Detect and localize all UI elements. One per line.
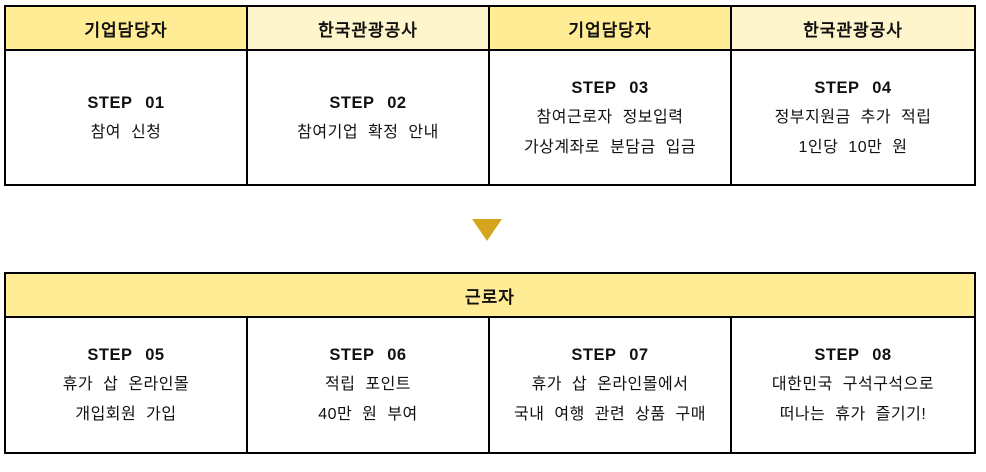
header-label: 근로자 xyxy=(465,287,515,307)
top-table: 기업담당자 한국관광공사 기업담당자 한국관광공사 STEP 01 참여 신청 … xyxy=(4,5,976,186)
step-line: 정부지원금 추가 적립 xyxy=(774,108,932,126)
step-line: 참여기업 확정 안내 xyxy=(297,123,439,141)
step-line: 40만 원 부여 xyxy=(318,406,418,423)
step-line: 참여근로자 정보입력 xyxy=(536,108,684,126)
step-title: STEP 01 xyxy=(87,93,165,112)
header-label: 기업담당자 xyxy=(568,20,652,40)
step-title: STEP 05 xyxy=(87,346,165,364)
step-line: 휴가 삽 온라인몰 xyxy=(62,376,190,393)
step-cell-05: STEP 05 휴가 삽 온라인몰 개입회원 가입 xyxy=(6,318,248,452)
step-title: STEP 04 xyxy=(814,78,892,97)
step-line: 대한민국 구석구석으로 xyxy=(771,376,935,393)
down-arrow-icon xyxy=(472,219,502,241)
top-header-company-manager-1: 기업담당자 xyxy=(6,7,248,51)
header-label: 한국관광공사 xyxy=(803,20,903,40)
step-line: 참여 신청 xyxy=(90,123,162,141)
step-title: STEP 03 xyxy=(571,78,649,97)
top-header-kto-1: 한국관광공사 xyxy=(248,7,490,51)
header-label: 한국관광공사 xyxy=(318,20,418,40)
step-cell-01: STEP 01 참여 신청 xyxy=(6,51,248,184)
step-cell-03: STEP 03 참여근로자 정보입력 가상계좌로 분담금 입금 xyxy=(490,51,732,184)
bottom-header-worker: 근로자 xyxy=(6,274,974,318)
step-cell-08: STEP 08 대한민국 구석구석으로 떠나는 휴가 즐기기! xyxy=(732,318,974,452)
step-title: STEP 02 xyxy=(329,93,407,112)
step-cell-04: STEP 04 정부지원금 추가 적립 1인당 10만 원 xyxy=(732,51,974,184)
step-cell-07: STEP 07 휴가 삽 온라인몰에서 국내 여행 관련 상품 구매 xyxy=(490,318,732,452)
step-cell-02: STEP 02 참여기업 확정 안내 xyxy=(248,51,490,184)
step-line: 개입회원 가입 xyxy=(75,406,177,423)
step-cell-06: STEP 06 적립 포인트 40만 원 부여 xyxy=(248,318,490,452)
top-header-company-manager-2: 기업담당자 xyxy=(490,7,732,51)
bottom-table: 근로자 STEP 05 휴가 삽 온라인몰 개입회원 가입 STEP 06 적립… xyxy=(4,272,976,454)
step-line: 적립 포인트 xyxy=(324,376,412,393)
step-title: STEP 06 xyxy=(329,346,407,364)
step-line: 떠나는 휴가 즐기기! xyxy=(779,406,927,423)
step-line: 국내 여행 관련 상품 구매 xyxy=(514,406,706,423)
step-title: STEP 07 xyxy=(571,346,649,364)
step-line: 1인당 10만 원 xyxy=(798,138,908,156)
step-line: 휴가 삽 온라인몰에서 xyxy=(531,376,689,393)
top-header-kto-2: 한국관광공사 xyxy=(732,7,974,51)
header-label: 기업담당자 xyxy=(84,20,168,40)
step-title: STEP 08 xyxy=(814,346,892,364)
step-line: 가상계좌로 분담금 입금 xyxy=(523,138,697,156)
